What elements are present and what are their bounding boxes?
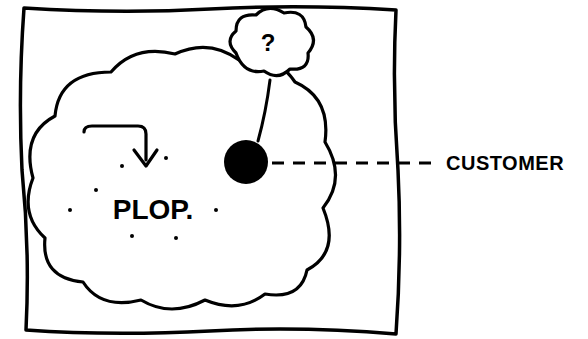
customer-dot [224, 140, 268, 184]
node-text: PLOP. [113, 194, 193, 226]
customer-label: CUSTOMER [446, 152, 564, 175]
thought-cloud: PLOP. [25, 38, 335, 302]
thought-cloud-outline [25, 38, 335, 302]
node-text: ? [261, 29, 276, 57]
leader-line [272, 162, 436, 165]
question-bubble: ? [222, 5, 314, 83]
